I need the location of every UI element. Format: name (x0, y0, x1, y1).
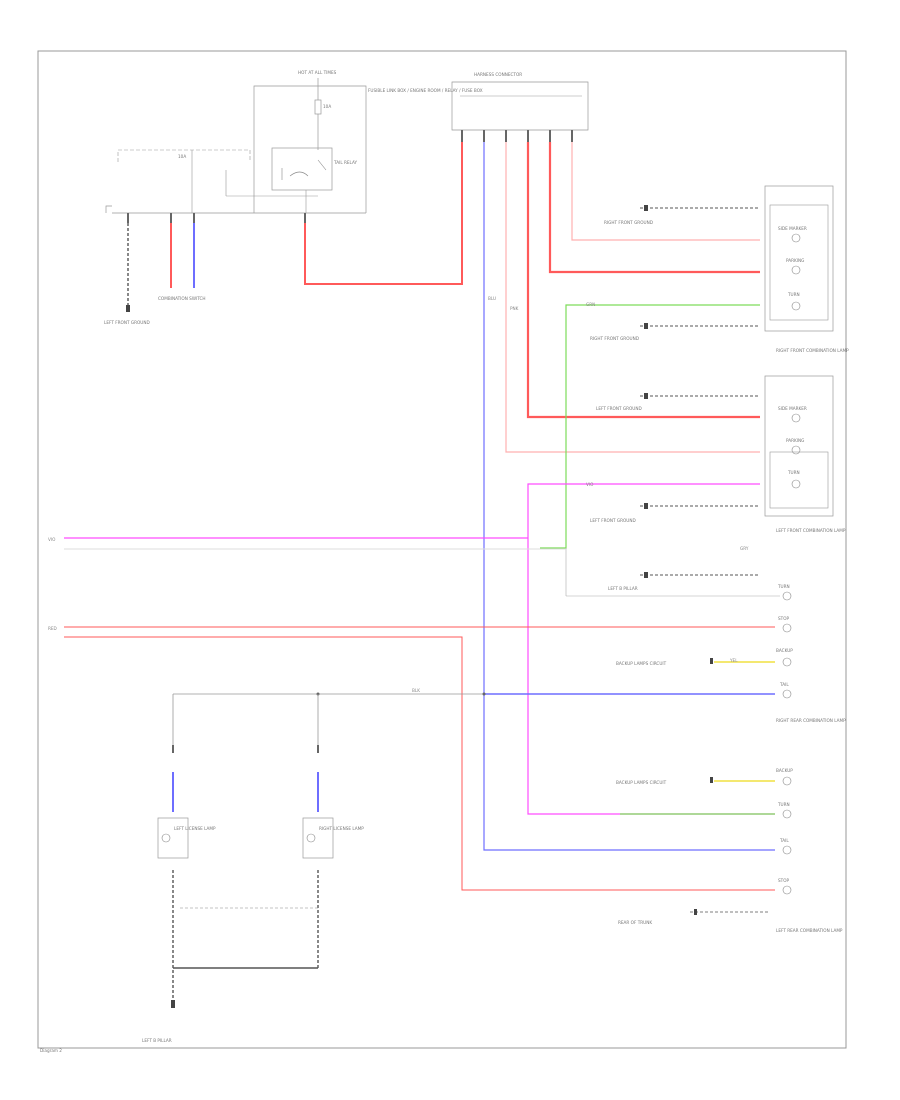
svg-text:YEL: YEL (729, 658, 738, 663)
svg-text:PARKING: PARKING (786, 258, 804, 263)
svg-text:TURN: TURN (787, 292, 800, 297)
fuse-box-title: HOT AT ALL TIMES (298, 70, 337, 75)
relay-label: TAIL RELAY (333, 160, 358, 165)
svg-text:BLK: BLK (412, 688, 420, 693)
svg-text:SIDE MARKER: SIDE MARKER (778, 226, 807, 231)
left-front-lamp: SIDE MARKER PARKING TURN LEFT FRONT COMB… (764, 375, 846, 533)
top-ground: LEFT FRONT GROUND (104, 223, 150, 325)
svg-text:GRY: GRY (740, 546, 749, 551)
right-rear-lamp-label: RIGHT REAR COMBINATION LAMP (776, 718, 846, 723)
backup-label-left: BACKUP LAMPS CIRCUIT (616, 780, 667, 785)
left-rear-lamp: BACKUP TURN TAIL STOP LEFT REAR COMBINAT… (776, 768, 843, 933)
footer-label: Diagram 2 (40, 1048, 62, 1053)
small-fuse-label: 10A (323, 104, 331, 109)
svg-text:SIDE MARKER: SIDE MARKER (778, 406, 807, 411)
right-front-lamp-label: RIGHT FRONT COMBINATION LAMP (776, 348, 849, 353)
combination-switch-label: COMBINATION SWITCH (158, 296, 206, 301)
svg-text:GRN: GRN (586, 302, 595, 307)
left-license-lamp-label: LEFT LICENSE LAMP (174, 826, 216, 831)
rear-ground-label: REAR OF TRUNK (618, 920, 652, 925)
svg-text:TAIL: TAIL (779, 682, 789, 687)
svg-text:STOP: STOP (778, 616, 790, 621)
fuse-box-desc: FUSIBLE LINK BOX / ENGINE ROOM / RELAY /… (368, 88, 483, 93)
backup-label-right: BACKUP LAMPS CIRCUIT (616, 661, 667, 666)
left-pillar-ground-label: LEFT B PILLAR (608, 586, 638, 591)
front-harness-connector: HARNESS CONNECTOR (451, 72, 589, 142)
right-rear-lamp: TURN STOP BACKUP TAIL RIGHT REAR COMBINA… (776, 584, 846, 723)
backup-circuit-right: BACKUP LAMPS CIRCUIT (616, 658, 775, 666)
diagram-frame (37, 50, 847, 1049)
wire-red-feed-2 (64, 636, 775, 891)
small-fuse (314, 99, 322, 115)
svg-text:TURN: TURN (777, 802, 790, 807)
svg-text:VIO: VIO (48, 537, 56, 542)
left-rear-lamp-label: LEFT REAR COMBINATION LAMP (776, 928, 843, 933)
wire-magenta-turn (527, 483, 775, 815)
right-front-ground: RIGHT FRONT GROUND RIGHT FRONT GROUND (590, 205, 760, 341)
wire-blue-trunk (483, 142, 775, 851)
wire-red-left-front (526, 142, 760, 419)
svg-text:BLU: BLU (488, 296, 496, 301)
top-ground-label: LEFT FRONT GROUND (104, 320, 150, 325)
wire-pink-right-marker (571, 142, 760, 241)
svg-text:RIGHT FRONT GROUND: RIGHT FRONT GROUND (590, 336, 639, 341)
svg-text:RED: RED (48, 626, 57, 631)
svg-text:TURN: TURN (777, 584, 790, 589)
right-license-lamp: RIGHT LICENSE LAMP (302, 694, 364, 968)
svg-text:10A: 10A (178, 154, 186, 159)
left-front-ground: LEFT FRONT GROUND LEFT FRONT GROUND (590, 393, 760, 523)
svg-text:BACKUP: BACKUP (776, 768, 793, 773)
svg-text:STOP: STOP (778, 878, 790, 883)
svg-text:TURN: TURN (787, 470, 800, 475)
bottom-ground: LEFT B PILLAR (142, 1000, 175, 1043)
front-harness-label: HARNESS CONNECTOR (474, 72, 522, 77)
bottom-ground-label: LEFT B PILLAR (142, 1038, 172, 1043)
left-rear-ground: REAR OF TRUNK (618, 909, 770, 925)
wire-green-turn (540, 304, 760, 549)
svg-text:PNK: PNK (510, 306, 519, 311)
left-front-lamp-label: LEFT FRONT COMBINATION LAMP (776, 528, 846, 533)
svg-text:LEFT FRONT GROUND: LEFT FRONT GROUND (590, 518, 636, 523)
relay-box (271, 147, 333, 191)
wire-tail-feed (304, 142, 463, 285)
left-front-ground-label: LEFT FRONT GROUND (596, 406, 642, 411)
backup-circuit-left: BACKUP LAMPS CIRCUIT (616, 777, 775, 785)
svg-text:BACKUP: BACKUP (776, 648, 793, 653)
right-front-ground-label: RIGHT FRONT GROUND (604, 220, 653, 225)
right-license-lamp-label: RIGHT LICENSE LAMP (319, 826, 364, 831)
wire-pink-trunk (505, 142, 760, 453)
left-pillar-ground: LEFT B PILLAR (608, 572, 760, 591)
svg-text:TAIL: TAIL (779, 838, 789, 843)
fuse-relay-box: HOT AT ALL TIMES 10A FUSIBLE LINK BOX / … (105, 70, 483, 214)
top-left-connector-pins (127, 213, 306, 223)
left-license-lamp: LEFT LICENSE LAMP (157, 694, 216, 1000)
wire-red-right-front (548, 142, 760, 274)
svg-text:VIO: VIO (586, 482, 594, 487)
svg-text:PARKING: PARKING (786, 438, 804, 443)
right-front-lamp: SIDE MARKER PARKING TURN RIGHT FRONT COM… (764, 185, 849, 353)
